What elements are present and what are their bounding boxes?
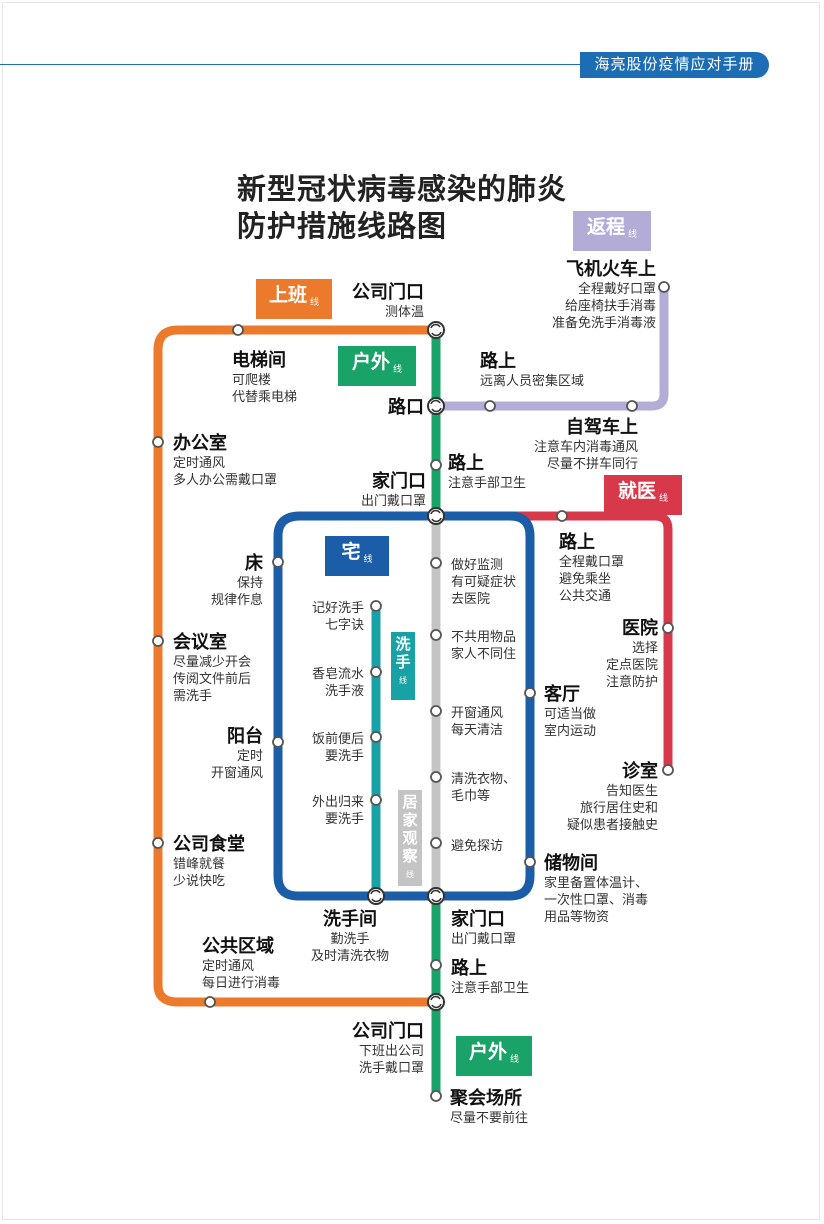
station-crossing: 路口 (388, 397, 424, 417)
observe-stop: 避免探访 (451, 838, 504, 853)
station-washroom: 洗手间 勤洗手 及时清洗衣物 (310, 909, 389, 963)
header-badge: 海亮股份疫情应对手册 (580, 52, 769, 78)
station-dot (152, 436, 164, 448)
title-line-1: 新型冠状病毒感染的肺炎 (237, 174, 568, 206)
station-elevator: 电梯间 可爬楼 代替乘电梯 (232, 350, 298, 404)
station-company-gate-top: 公司门口 测体温 (352, 282, 424, 319)
outdoor-line-tag-bottom: 户外线 (456, 1036, 532, 1076)
station-road-bottom: 路上 注意手部卫生 (451, 958, 530, 995)
station-dot (152, 837, 164, 849)
station-road-top: 路上 注意手部卫生 (448, 453, 527, 490)
station-plane-train: 飞机火车上 全程戴好口罩 给座椅扶手消毒 准备免洗手消毒液 (551, 259, 656, 330)
station-dot (430, 771, 442, 783)
station-home-gate-top: 家门口 出门戴口罩 (360, 471, 426, 508)
station-dot (370, 666, 382, 678)
observe-stop: 开窗通风 每天清洁 (451, 705, 504, 737)
outdoor-line-tag-top: 户外线 (338, 346, 416, 386)
station-dot (524, 687, 536, 699)
station-public-area: 公共区域 定时通风 每日进行消毒 (202, 936, 281, 990)
station-office: 办公室 定时通风 多人办公需戴口罩 (173, 433, 278, 487)
home-line (273, 511, 535, 901)
station-self-drive: 自驾车上 注意车内消毒通风 尽量不拼车同行 (533, 417, 638, 471)
station-dot (204, 996, 216, 1008)
return-line (432, 282, 669, 411)
station-dot (152, 635, 164, 647)
work-line (153, 325, 442, 1007)
station-dot (430, 557, 442, 569)
station-bed: 床 保持 规律作息 (210, 553, 263, 607)
station-dot (484, 400, 496, 412)
station-dot (430, 705, 442, 717)
medical-line-tag: 就医线 (604, 475, 682, 515)
station-living-room: 客厅 可适当做 室内运动 (544, 684, 597, 738)
return-line-tag: 返程线 (573, 211, 651, 251)
station-dot (232, 324, 244, 336)
station-storage: 储物间 家里备置体温计、 一次性口罩、消毒 用品等物资 (544, 853, 649, 924)
station-dot (370, 731, 382, 743)
medical-line (432, 511, 673, 775)
work-line-tag: 上班线 (256, 279, 332, 319)
handwash-stop: 饭前便后 要洗手 (311, 731, 364, 763)
station-dot (556, 510, 568, 522)
station-dot (430, 837, 442, 849)
station-dot (430, 1090, 442, 1102)
station-dot (658, 281, 670, 293)
observe-line-tag: 居家观察线 (398, 790, 422, 886)
station-dot (272, 736, 284, 748)
station-dot (370, 794, 382, 806)
station-dot (626, 400, 638, 412)
station-dot (662, 622, 674, 634)
handwash-line-tag: 洗手线 (391, 632, 415, 700)
station-road-medical: 路上 全程戴口罩 避免乘坐 公共交通 (559, 532, 625, 603)
handwash-stop: 记好洗手 七字诀 (311, 600, 364, 632)
station-home-gate-bottom: 家门口 出门戴口罩 (451, 909, 517, 946)
station-dot (430, 459, 442, 471)
observe-stop: 不共用物品 家人不同住 (451, 629, 517, 661)
station-clinic: 诊室 告知医生 旅行居住史和 疑似患者接触史 (566, 761, 658, 832)
handwash-stop: 外出归来 要洗手 (311, 794, 364, 826)
station-dot (430, 959, 442, 971)
home-line-tag: 宅线 (325, 536, 389, 576)
station-road-return: 路上 远离人员密集区域 (480, 351, 585, 388)
station-hospital: 医院 选择 定点医院 注意防护 (605, 618, 658, 689)
station-company-gate-bottom: 公司门口 下班出公司 洗手戴口罩 (352, 1021, 424, 1075)
station-gathering-place: 聚会场所 尽量不要前往 (450, 1088, 529, 1125)
title-line-2: 防护措施线路图 (237, 211, 448, 243)
observe-stop: 清洗衣物、 毛巾等 (451, 771, 517, 803)
station-meeting-room: 会议室 尽量减少开会 传阅文件前后 需洗手 (173, 632, 252, 703)
station-dot (272, 556, 284, 568)
station-balcony: 阳台 定时 开窗通风 (210, 726, 263, 780)
station-canteen: 公司食堂 错峰就餐 少说快吃 (173, 834, 245, 888)
station-dot (662, 764, 674, 776)
handwash-stop: 香皂流水 洗手液 (311, 666, 364, 698)
station-dot (430, 629, 442, 641)
station-dot (370, 600, 382, 612)
header-rule (0, 64, 600, 65)
observe-stop: 做好监测 有可疑症状 去医院 (451, 557, 517, 606)
station-dot (524, 856, 536, 868)
